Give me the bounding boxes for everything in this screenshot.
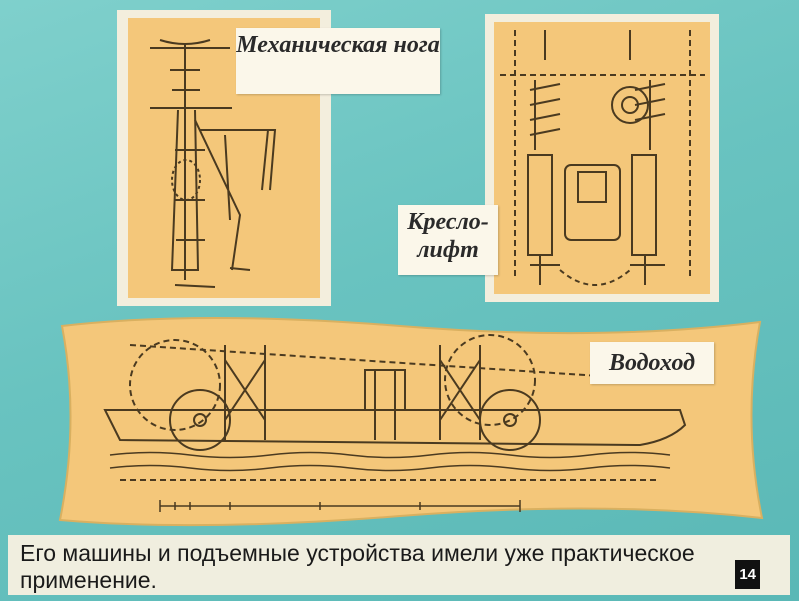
water-walker-label: Водоход [590,342,714,384]
chair-lift-text-line1: Кресло- [407,209,489,235]
mechanical-leg-drawing [150,39,277,288]
mechanical-leg-text: Механическая нога [236,32,440,58]
chair-lift-text-line2: лифт [417,236,479,263]
water-walker-drawing [103,334,687,512]
caption-text: Его машины и подъемные устройства имели … [20,540,695,593]
water-walker-text: Водоход [608,350,696,376]
water-walker-scroll [58,317,764,527]
frame-number: 14 [735,560,760,589]
mechanical-leg-label: Механическая нога [236,28,440,94]
chair-lift-label: Кресло- лифт [398,205,498,275]
chair-lift-panel [494,22,710,294]
chair-lift-drawing [500,30,705,286]
caption-bar: Его машины и подъемные устройства имели … [8,535,790,595]
